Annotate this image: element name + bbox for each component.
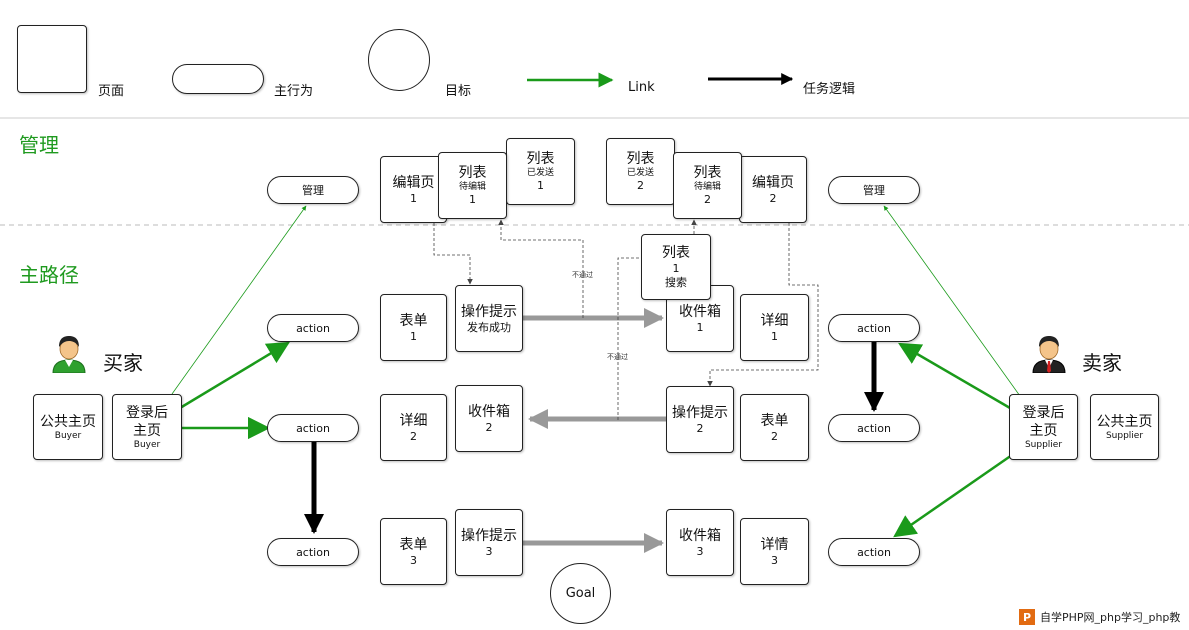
node-tip-3[interactable]: 操作提示 3 xyxy=(455,509,523,576)
section-title-main-path: 主路径 xyxy=(19,263,79,287)
buyer-label: 买家 xyxy=(103,351,143,375)
action-pill-right-3[interactable]: action xyxy=(828,538,920,566)
legend-page-label: 页面 xyxy=(98,84,125,99)
admin-pill-left[interactable]: 管理 xyxy=(267,176,359,204)
link-buyer-action1 xyxy=(179,341,290,410)
node-tip-1[interactable]: 操作提示 发布成功 xyxy=(455,285,523,352)
action-pill-right-2[interactable]: action xyxy=(828,414,920,442)
node-detail-2[interactable]: 详细 2 xyxy=(380,394,447,461)
note-reject-2: 不通过 xyxy=(607,353,628,361)
footer-watermark: P 自学PHP网_php学习_php教 xyxy=(1016,604,1189,630)
action-pill-right-1[interactable]: action xyxy=(828,314,920,342)
legend-page-shape xyxy=(17,25,87,93)
node-detail-1[interactable]: 详细 1 xyxy=(740,294,809,361)
node-form-3[interactable]: 表单 3 xyxy=(380,518,447,585)
node-tip-2[interactable]: 操作提示 2 xyxy=(666,386,734,453)
node-list-edit-2[interactable]: 列表 待编辑 2 xyxy=(673,152,742,219)
action-pill-left-2[interactable]: action xyxy=(267,414,359,442)
link-seller-admin xyxy=(883,205,1021,397)
node-inbox-2[interactable]: 收件箱 2 xyxy=(455,385,523,452)
action-pill-left-3[interactable]: action xyxy=(267,538,359,566)
node-list-sent-1[interactable]: 列表 已发送 1 xyxy=(506,138,575,205)
seller-label: 卖家 xyxy=(1082,351,1122,375)
php-logo-icon: P xyxy=(1019,609,1035,625)
admin-pill-right[interactable]: 管理 xyxy=(828,176,920,204)
node-list-search[interactable]: 列表 1 搜索 xyxy=(641,234,711,300)
legend-logic-label: 任务逻辑 xyxy=(803,82,856,97)
node-seller-home[interactable]: 登录后 主页 Supplier xyxy=(1009,394,1078,460)
node-seller-public-home[interactable]: 公共主页 Supplier xyxy=(1090,394,1159,460)
seller-avatar-icon xyxy=(1032,333,1066,374)
node-edit-page-2[interactable]: 编辑页 2 xyxy=(739,156,807,223)
footer-text: 自学PHP网_php学习_php教 xyxy=(1040,611,1181,624)
dashed-tip1-reject xyxy=(498,219,584,318)
node-inbox-3[interactable]: 收件箱 3 xyxy=(666,509,734,576)
node-form-2[interactable]: 表单 2 xyxy=(740,394,809,461)
dashed-tip2-reject xyxy=(617,257,641,420)
node-form-1[interactable]: 表单 1 xyxy=(380,294,447,361)
goal-node[interactable]: Goal xyxy=(550,563,611,624)
node-detail-3[interactable]: 详情 3 xyxy=(740,518,809,585)
legend-link-label: Link xyxy=(628,80,655,95)
buyer-avatar-icon xyxy=(52,333,86,374)
action-pill-left-1[interactable]: action xyxy=(267,314,359,342)
link-buyer-admin xyxy=(171,205,307,395)
node-edit-page-1[interactable]: 编辑页 1 xyxy=(380,156,447,223)
legend-action-label: 主行为 xyxy=(274,84,314,99)
dashed-edit1-to-tip1 xyxy=(433,223,473,285)
node-buyer-public-home[interactable]: 公共主页 Buyer xyxy=(33,394,103,460)
node-list-sent-2[interactable]: 列表 已发送 2 xyxy=(606,138,675,205)
legend-goal-shape xyxy=(368,29,430,91)
section-title-admin: 管理 xyxy=(19,133,59,157)
link-seller-action1 xyxy=(898,342,1011,410)
legend-goal-label: 目标 xyxy=(445,84,472,99)
legend-action-shape xyxy=(172,64,264,94)
dashed-edit2-to-tip2 xyxy=(707,223,819,387)
node-buyer-home[interactable]: 登录后 主页 Buyer xyxy=(112,394,182,460)
node-list-edit-1[interactable]: 列表 待编辑 1 xyxy=(438,152,507,219)
link-seller-action3 xyxy=(893,453,1013,538)
note-reject-1: 不通过 xyxy=(572,271,593,279)
